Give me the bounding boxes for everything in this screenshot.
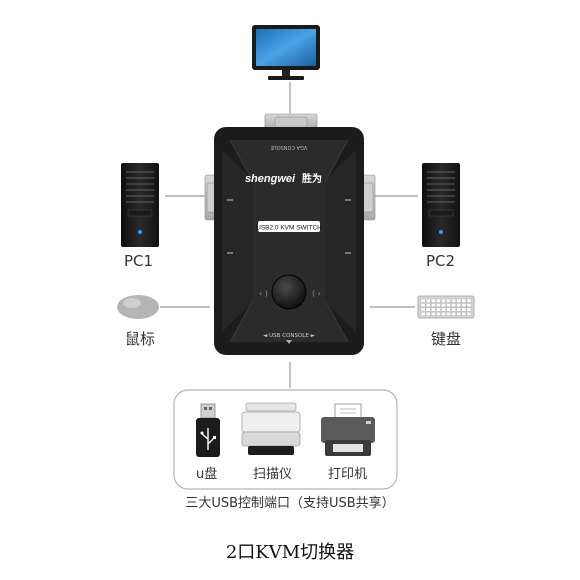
- printer-label: 打印机: [328, 467, 368, 482]
- kvm-switch-device: ‹ ) ( ›: [214, 127, 364, 355]
- vga-connector-top: [264, 113, 318, 131]
- model-badge-box: [258, 221, 320, 232]
- vga-connector-right: [360, 174, 376, 221]
- product-caption: 2口KVM切换器: [225, 542, 355, 563]
- connection-lines: [160, 82, 418, 388]
- usb-ports-note: 三大USB控制端口（支持USB共享）: [185, 496, 395, 511]
- monitor-icon: [252, 25, 320, 80]
- brand-cn: 胜为: [301, 172, 322, 185]
- usb-devices-frame: [173, 389, 398, 490]
- pc2-tower-icon: [422, 163, 460, 247]
- pc2-label: PC2: [426, 252, 456, 270]
- scanner-label: 扫描仪: [253, 467, 293, 482]
- usb-drive-icon: [196, 403, 220, 457]
- mouse-label: 鼠标: [125, 330, 156, 348]
- printer-icon: [321, 403, 375, 456]
- usb-console-label: ◄ USB CONSOLE ►: [263, 333, 315, 339]
- mouse-icon: [117, 295, 159, 319]
- svg-text:( ›: ( ›: [312, 289, 321, 298]
- pc1-label: PC1: [124, 252, 154, 270]
- keyboard-label: 键盘: [431, 330, 462, 348]
- brand-latin: shengwei: [245, 173, 296, 185]
- pc1-tower-icon: [121, 163, 159, 247]
- usb-drive-label: u盘: [196, 467, 218, 482]
- model-badge: USB2.0 KVM SWITCH: [256, 225, 322, 232]
- keyboard-icon: [417, 295, 475, 319]
- vga-port-label: VGA CONSOLE: [271, 144, 308, 150]
- svg-text:‹ ): ‹ ): [259, 289, 268, 298]
- scanner-icon: [241, 402, 301, 455]
